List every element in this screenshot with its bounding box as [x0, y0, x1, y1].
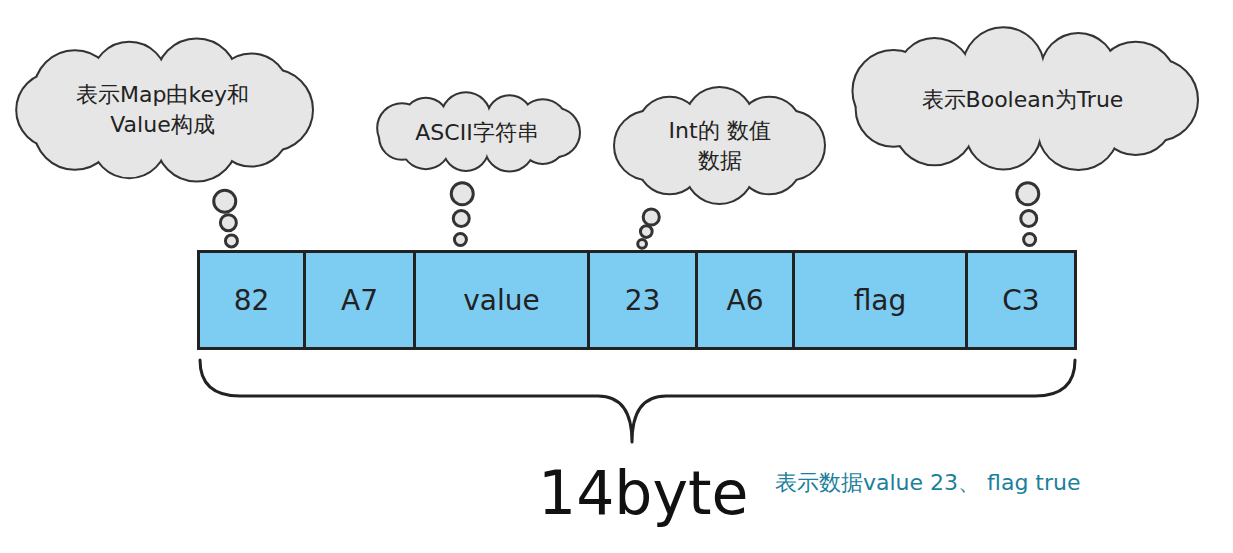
callout-cloud: ASCII字符串 [372, 90, 582, 175]
callout-text: Int的 数值数据 [665, 116, 775, 175]
size-label: 14byte [538, 458, 748, 528]
byte-cell: 82 [197, 250, 306, 350]
byte-value: value [463, 284, 539, 317]
text-group: 23 [625, 284, 661, 317]
callout-cloud: Int的 数值数据 [612, 85, 827, 206]
cloud-shape [612, 85, 827, 206]
byte-value: C3 [1002, 284, 1039, 317]
byte-value: A6 [727, 284, 764, 317]
cloud-part [17, 40, 312, 181]
callout-cloud: 表示Map由key和 Value构成 [11, 35, 315, 185]
brace [200, 360, 1075, 442]
cloud-part [378, 93, 579, 170]
cloud-shape [11, 35, 315, 185]
byte-cell: C3 [965, 250, 1077, 350]
thought-bubbles [451, 183, 473, 246]
text-group: ASCII字符串 [415, 118, 538, 148]
note-label: 表示数据value 23、 flag true [775, 468, 1081, 498]
cloud-part [853, 28, 1197, 169]
cloud-part [615, 88, 824, 203]
byte-cell: value [413, 250, 590, 350]
callout-text: ASCII字符串 [415, 118, 538, 148]
text-group: A7 [341, 284, 378, 317]
byte-value: flag [854, 284, 907, 317]
text-group: 82 [234, 284, 270, 317]
byte-value: 82 [234, 284, 270, 317]
cloud-part [853, 28, 1197, 169]
byte-value: A7 [341, 284, 378, 317]
thought-bubbles [214, 190, 238, 247]
byte-cell: A7 [303, 250, 416, 350]
text-group: 表示Boolean为True [922, 85, 1124, 115]
callout-text: 表示Boolean为True [922, 85, 1124, 115]
text-group: A6 [727, 284, 764, 317]
cloud-part [17, 40, 312, 181]
byte-cell: flag [792, 250, 968, 350]
text-group: flag [854, 284, 907, 317]
byte-cell: 23 [587, 250, 698, 350]
text-group: 表示Map由key和 Value构成 [63, 80, 263, 139]
callout-text: 表示Map由key和 Value构成 [63, 80, 263, 139]
thought-bubbles [1017, 183, 1039, 246]
byte-cell: A6 [695, 250, 795, 350]
cloud-part [615, 88, 824, 203]
cloud-part [378, 93, 579, 170]
byte-value: 23 [625, 284, 661, 317]
text-group: C3 [1002, 284, 1039, 317]
callout-cloud: 表示Boolean为True [845, 25, 1200, 175]
text-group: value [463, 284, 539, 317]
thought-bubbles [638, 209, 660, 248]
text-group: Int的 数值数据 [665, 116, 775, 175]
